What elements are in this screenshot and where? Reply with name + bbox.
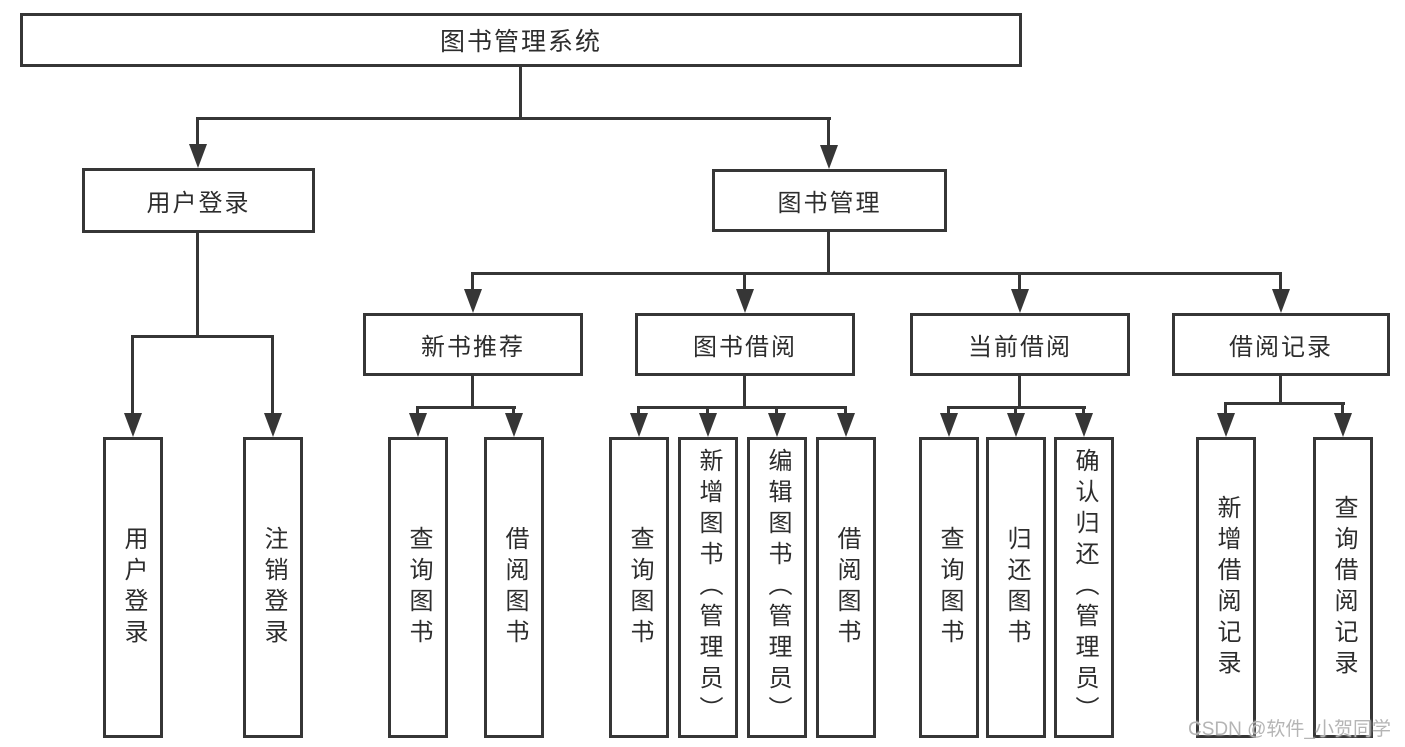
leaf-edit-books-admin: 编辑图书（管理员）: [747, 437, 807, 738]
connector-line: [471, 272, 1281, 275]
leaf-label: 查询图书: [936, 525, 963, 650]
connector-line: [196, 117, 831, 120]
leaf-label: 注销登录: [260, 525, 287, 650]
connector-line: [416, 406, 419, 418]
connector-line: [1279, 272, 1282, 294]
leaf-borrow-books: 借阅图书: [816, 437, 876, 738]
connector-line: [775, 406, 778, 418]
connector-line: [131, 335, 274, 338]
connector-line: [1341, 402, 1344, 418]
connector-line: [416, 406, 516, 409]
leaf-label: 归还图书: [1003, 525, 1030, 650]
connector-line: [196, 117, 199, 150]
leaf-label: 查询借阅记录: [1330, 494, 1357, 681]
arrow-down: [768, 413, 786, 437]
leaf-query-books-recommend: 查询图书: [388, 437, 448, 738]
connector-line: [1224, 402, 1345, 405]
leaf-borrow-books-recommend: 借阅图书: [484, 437, 544, 738]
connector-line: [827, 232, 830, 274]
node-borrowing-records: 借阅记录: [1172, 313, 1390, 376]
leaf-label: 新增图书（管理员）: [695, 448, 722, 727]
arrow-down: [940, 413, 958, 437]
arrow-down: [1011, 289, 1029, 313]
connector-line: [1082, 406, 1085, 418]
arrow-down: [464, 289, 482, 313]
leaf-add-borrow-record: 新增借阅记录: [1196, 437, 1256, 738]
node-label: 当前借阅: [968, 334, 1072, 361]
node-label: 图书管理: [777, 190, 882, 217]
connector-line: [637, 406, 640, 418]
node-label: 用户登录: [146, 190, 251, 217]
connector-line: [743, 376, 746, 409]
arrow-down: [1007, 413, 1025, 437]
leaf-label: 查询图书: [626, 525, 653, 650]
leaf-query-books-current: 查询图书: [919, 437, 979, 738]
leaf-query-borrow-record: 查询借阅记录: [1313, 437, 1373, 738]
arrow-down: [505, 413, 523, 437]
leaf-return-books: 归还图书: [986, 437, 1046, 738]
leaf-user-login: 用户登录: [103, 437, 163, 738]
leaf-label: 新增借阅记录: [1213, 494, 1240, 681]
node-book-management: 图书管理: [712, 169, 947, 232]
arrow-down: [1334, 413, 1352, 437]
arrow-down: [630, 413, 648, 437]
leaf-label: 借阅图书: [501, 525, 528, 650]
arrow-down: [264, 413, 282, 437]
arrow-down: [1217, 413, 1235, 437]
node-book-borrowing: 图书借阅: [635, 313, 855, 376]
connector-line: [271, 335, 274, 418]
connector-line: [519, 67, 522, 117]
node-label: 图书借阅: [693, 334, 797, 361]
connector-line: [706, 406, 709, 418]
connector-line: [471, 376, 474, 409]
leaf-confirm-return-admin: 确认归还（管理员）: [1054, 437, 1114, 738]
connector-line: [827, 117, 830, 150]
arrow-down: [837, 413, 855, 437]
node-current-borrowing: 当前借阅: [910, 313, 1130, 376]
leaf-logout: 注销登录: [243, 437, 303, 738]
arrow-down: [1272, 289, 1290, 313]
connector-line: [1018, 272, 1021, 294]
arrow-down: [409, 413, 427, 437]
leaf-label: 用户登录: [120, 525, 147, 650]
connector-line: [1279, 376, 1282, 405]
leaf-label: 借阅图书: [833, 525, 860, 650]
arrow-down: [736, 289, 754, 313]
arrow-down: [699, 413, 717, 437]
watermark: CSDN @软件_小贺同学: [1188, 719, 1391, 740]
leaf-label: 确认归还（管理员）: [1071, 448, 1098, 727]
connector-line: [1018, 376, 1021, 409]
connector-line: [637, 406, 847, 409]
node-label: 借阅记录: [1229, 334, 1333, 361]
arrow-down: [820, 145, 838, 169]
leaf-query-books-borrowing: 查询图书: [609, 437, 669, 738]
connector-line: [196, 233, 199, 335]
leaf-label: 编辑图书（管理员）: [764, 448, 791, 727]
leaf-add-books-admin: 新增图书（管理员）: [678, 437, 738, 738]
node-label: 新书推荐: [421, 334, 525, 361]
connector-line: [1224, 402, 1227, 418]
node-new-book-recommendation: 新书推荐: [363, 313, 583, 376]
connector-line: [743, 272, 746, 294]
connector-line: [471, 272, 474, 294]
arrow-down: [189, 144, 207, 168]
arrow-down: [1075, 413, 1093, 437]
connector-line: [131, 335, 134, 418]
arrow-down: [124, 413, 142, 437]
leaf-label: 查询图书: [405, 525, 432, 650]
node-label: 图书管理系统: [439, 28, 602, 56]
connector-line: [844, 406, 847, 418]
connector-line: [512, 406, 515, 418]
connector-line: [1014, 406, 1017, 418]
connector-line: [947, 406, 950, 418]
node-user-login: 用户登录: [82, 168, 315, 233]
node-library-management-system: 图书管理系统: [20, 13, 1022, 67]
